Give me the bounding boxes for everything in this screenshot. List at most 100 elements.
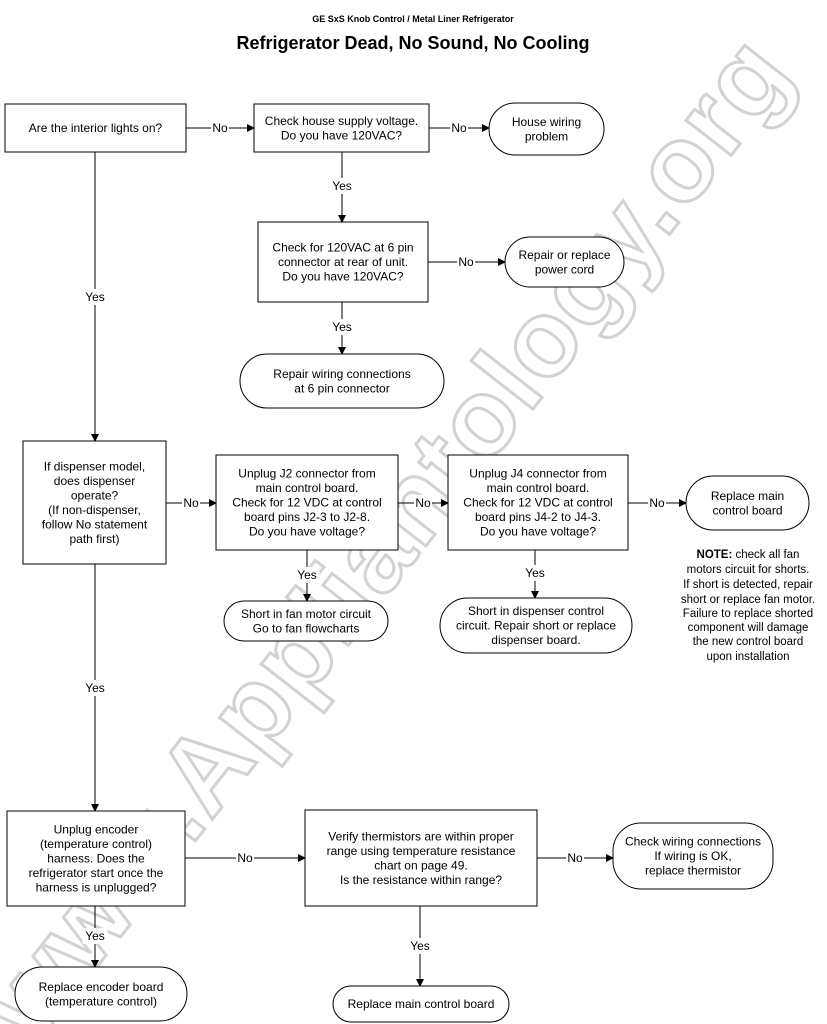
node-text-line: circuit. Repair short or replace xyxy=(456,619,616,633)
note-text: NOTE: check all fan xyxy=(697,549,800,561)
note-line: motors circuit for shorts. xyxy=(687,564,810,576)
node-text-line: Do you have 120VAC? xyxy=(281,128,403,142)
node-text-line: Is the resistance within range? xyxy=(340,873,502,887)
edge-dispenser-to-j2_check: No xyxy=(166,495,217,511)
edge-label-bg xyxy=(82,289,108,305)
node-encoder: Unplug encoder(temperature control) harne… xyxy=(6,810,186,907)
edge-label-bg xyxy=(82,680,108,696)
node-replace-main-2: Replace main control board xyxy=(332,985,510,1023)
node-text-line: does dispenser xyxy=(54,474,135,488)
node-text-line: Check for 12 VDC at control xyxy=(232,496,381,510)
edge-encoder-to-replace_encoder: Yes xyxy=(82,906,108,968)
edge-label: Yes xyxy=(410,939,430,953)
node-text-line: Do you have voltage? xyxy=(480,525,596,539)
edge-label: Yes xyxy=(85,929,105,943)
edge-label-bg xyxy=(407,938,433,954)
edge-encoder-to-thermistors: No xyxy=(185,850,306,866)
node-text-line: Are the interior lights on? xyxy=(29,121,163,135)
node-text-line: dispenser board. xyxy=(491,633,580,647)
node-interior-lights: Are the interior lights on? xyxy=(4,103,187,153)
process-box xyxy=(304,809,538,907)
node-text-line: If dispenser model, xyxy=(44,459,145,473)
edge-interior_lights-to-house_supply: No xyxy=(186,120,255,136)
process-box xyxy=(257,221,429,303)
edge-label: Yes xyxy=(85,290,105,304)
edge-label-bg xyxy=(457,254,475,270)
edge-label-bg xyxy=(236,850,254,866)
edge-label: No xyxy=(451,121,467,135)
node-text-line: Unplug encoder xyxy=(54,823,139,837)
terminal-shape xyxy=(439,597,633,654)
note-line: Failure to replace shorted xyxy=(683,608,813,620)
terminal-shape xyxy=(239,353,445,409)
node-text-line: Verify thermistors are within proper xyxy=(328,829,513,843)
edge-thermistors-to-wiring_connections: No xyxy=(537,850,614,866)
node-text-line: follow No statement xyxy=(42,517,148,531)
edge-label: No xyxy=(237,851,253,865)
edge-j4_check-to-dispenser_short: Yes xyxy=(522,550,548,599)
node-text-line: (If non-dispenser, xyxy=(48,503,141,517)
node-text-line: Do you have voltage? xyxy=(249,525,365,539)
edge-j2_check-to-fan_short: Yes xyxy=(294,550,320,602)
node-text-line: Unplug J2 connector from xyxy=(238,467,375,481)
terminal-shape xyxy=(332,985,510,1023)
edge-label-bg xyxy=(329,319,355,335)
node-text-line: harness is unplugged? xyxy=(36,881,157,895)
node-text-line: control board xyxy=(712,503,782,517)
node-text-line: Check for 12 VDC at control xyxy=(463,496,612,510)
node-thermistors: Verify thermistors are within properrang… xyxy=(304,809,538,907)
edge-label: Yes xyxy=(297,568,317,582)
node-text-line: replace thermistor xyxy=(645,864,741,878)
edge-thermistors-to-replace_main_2: Yes xyxy=(407,906,433,987)
node-text-line: Short in dispenser control xyxy=(468,604,604,618)
edge-label-bg xyxy=(82,928,108,944)
edge-label-bg xyxy=(329,178,355,194)
process-box xyxy=(22,440,167,565)
terminal-shape xyxy=(223,600,389,642)
process-box xyxy=(253,103,430,153)
edge-label-bg xyxy=(648,495,666,511)
edge-label-bg xyxy=(294,567,320,583)
node-text-line: connector at rear of unit. xyxy=(278,255,408,269)
node-text-line: problem xyxy=(525,129,568,143)
page-subtitle: GE SxS Knob Control / Metal Liner Refrig… xyxy=(312,14,514,24)
note-line: component will damage xyxy=(688,622,809,634)
nodes: Are the interior lights on? Check house s… xyxy=(4,102,810,1023)
node-text-line: at 6 pin connector xyxy=(294,381,389,395)
node-dispenser: If dispenser model,does dispenseroperate… xyxy=(22,440,167,565)
node-text-line: (temperature control) xyxy=(40,837,152,851)
node-text-line: Check wiring connections xyxy=(625,835,761,849)
note-line: If short is detected, repair xyxy=(683,579,813,591)
terminal-shape xyxy=(504,236,625,288)
edge-label-bg xyxy=(522,565,548,581)
node-text-line: main control board. xyxy=(256,481,359,495)
edge-label: No xyxy=(649,496,665,510)
edge-label: No xyxy=(212,121,228,135)
note-line: short or replace fan motor. xyxy=(681,594,815,606)
page-title: Refrigerator Dead, No Sound, No Cooling xyxy=(236,33,589,53)
edge-label: Yes xyxy=(85,681,105,695)
node-text-line: Check for 120VAC at 6 pin xyxy=(272,241,413,255)
node-text-line: House wiring xyxy=(512,115,581,129)
node-text-line: Replace main xyxy=(711,489,784,503)
node-text-line: Repair or replace xyxy=(518,248,610,262)
node-text-line: If wiring is OK, xyxy=(654,849,731,863)
edge-interior_lights-to-dispenser: Yes xyxy=(82,152,108,442)
note-line: the new control board xyxy=(693,636,804,648)
edge-label: No xyxy=(415,496,431,510)
node-text-line: chart on page 49. xyxy=(374,858,467,872)
node-house-supply: Check house supply voltage.Do you have 1… xyxy=(253,103,430,153)
edge-six_pin_check-to-power_cord: No xyxy=(428,254,506,270)
terminal-shape xyxy=(612,822,774,890)
edge-label-bg xyxy=(211,120,229,136)
terminal-shape xyxy=(488,102,605,156)
edge-j2_check-to-j4_check: No xyxy=(398,495,449,511)
